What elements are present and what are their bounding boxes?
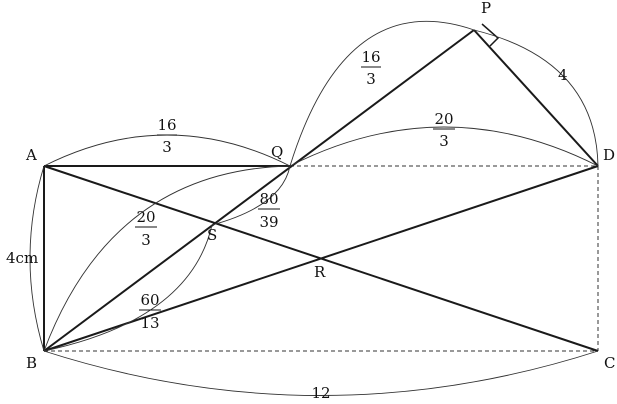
- segment-PD: [473, 29, 599, 167]
- measure-AB: 4cm: [6, 249, 38, 267]
- point-label-P: P: [481, 0, 491, 17]
- measure-BQ-numerator: 20: [136, 208, 155, 226]
- segment-BP: [43, 29, 475, 352]
- measure-QS: 80 39: [258, 190, 280, 231]
- right-angle-mark-P: [481, 23, 500, 47]
- arc-BQ: [43, 165, 291, 352]
- measure-BQ-denominator: 3: [141, 231, 151, 249]
- point-label-D: D: [603, 146, 615, 164]
- arc-QD: [289, 126, 599, 167]
- measure-QD: 20 3: [433, 110, 455, 150]
- measure-QP: 16 3: [361, 48, 381, 88]
- point-label-A: A: [25, 146, 37, 164]
- arc-QS: [211, 165, 291, 226]
- measure-BS-denominator: 13: [140, 314, 159, 332]
- point-label-Q: Q: [271, 143, 283, 161]
- measure-QS-numerator: 80: [259, 190, 278, 208]
- arc-QP: [289, 21, 475, 167]
- measure-QP-numerator: 16: [361, 48, 380, 66]
- arc-PD: [473, 29, 599, 167]
- measure-BQ: 20 3: [135, 208, 157, 249]
- measure-BS: 60 13: [139, 291, 161, 332]
- point-label-R: R: [314, 263, 326, 281]
- point-label-B: B: [26, 354, 37, 372]
- measure-AQ: 16 3: [157, 116, 177, 156]
- measure-BS-numerator: 60: [140, 291, 159, 309]
- measure-AQ-denominator: 3: [162, 138, 172, 156]
- arc-BC: [43, 350, 599, 396]
- measure-QD-denominator: 3: [439, 132, 449, 150]
- point-label-C: C: [604, 354, 615, 372]
- measure-QP-denominator: 3: [366, 70, 376, 88]
- measure-AQ-numerator: 16: [157, 116, 176, 134]
- measure-BC: 12: [311, 384, 330, 402]
- measure-PD: 4: [558, 66, 568, 84]
- point-label-S: S: [207, 226, 217, 244]
- measure-QD-numerator: 20: [434, 110, 453, 128]
- segment-BD: [43, 165, 599, 352]
- arc-AB: [29, 165, 45, 352]
- arc-BS: [43, 224, 213, 352]
- measure-QS-denominator: 39: [259, 213, 278, 231]
